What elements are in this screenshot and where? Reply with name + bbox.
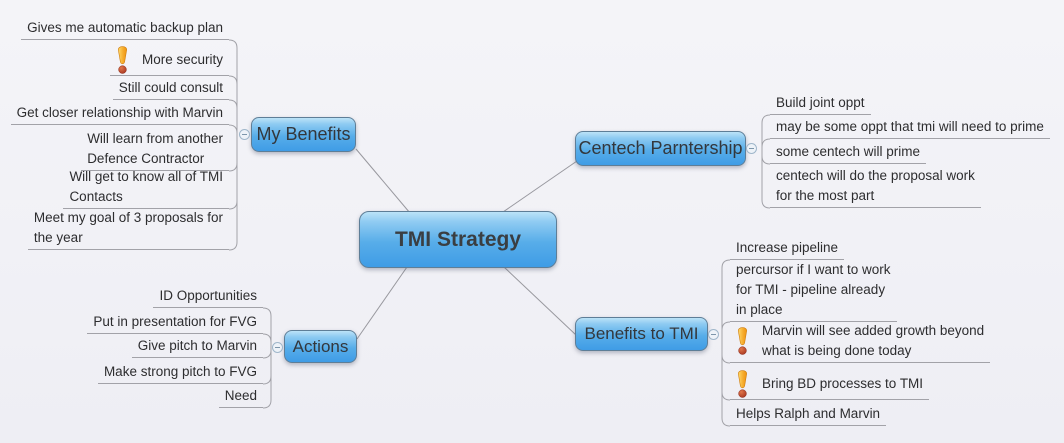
branch-node-centech-partnership[interactable]: Centech Parntership (575, 131, 746, 166)
central-topic-label: TMI Strategy (394, 227, 522, 251)
branch-node-actions[interactable]: Actions (284, 330, 357, 363)
branch-topic[interactable]: Need (218, 366, 263, 408)
branch-label: Benefits to TMI (584, 324, 699, 343)
topic-text: Put in presentation for FVG (93, 314, 257, 329)
branch-node-my-benefits[interactable]: My Benefits (251, 117, 356, 152)
branch-label: Centech Parntership (578, 138, 743, 158)
branch-topic[interactable]: Give pitch to Marvin (131, 316, 263, 358)
branch-topic[interactable]: centech will do the proposal work for th… (770, 146, 981, 208)
branch-topic[interactable]: ID Opportunities (153, 266, 263, 308)
collapse-toggle-icon[interactable] (272, 342, 283, 353)
branch-topic[interactable]: Helps Ralph and Marvin (730, 384, 887, 426)
topic-text: centech will do the proposal work for th… (776, 168, 975, 203)
collapse-toggle-icon[interactable] (239, 129, 250, 140)
branch-topic[interactable]: Gives me automatic backup plan (21, 0, 229, 40)
branch-topic[interactable]: percursor if I want to work for TMI - pi… (730, 240, 897, 322)
branch-topic[interactable]: some centech will prime (770, 122, 927, 164)
branch-topic[interactable]: Will get to know all of TMI Contacts (63, 147, 229, 209)
collapse-toggle-icon[interactable] (746, 143, 757, 154)
branch-node-benefits-to-tmi[interactable]: Benefits to TMI (575, 317, 708, 351)
branch-topic[interactable]: More security (109, 46, 229, 76)
branch-topic[interactable]: Get closer relationship with Marvin (10, 83, 229, 125)
warning-icon (118, 46, 127, 74)
topic-text: ID Opportunities (159, 288, 257, 303)
topic-text: Will learn from another Defence Contract… (87, 131, 223, 166)
branch-topic[interactable]: may be some oppt that tmi will need to p… (770, 97, 1050, 139)
topic-text: percursor if I want to work for TMI - pi… (736, 262, 891, 317)
central-topic[interactable]: TMI Strategy (359, 211, 557, 268)
branch-topic[interactable]: Marvin will see added growth beyond what… (730, 321, 991, 363)
topic-text: may be some oppt that tmi will need to p… (776, 119, 1044, 134)
branch-topic[interactable]: Bring BD processes to TMI (730, 370, 930, 400)
topic-text: Marvin will see added growth beyond what… (762, 323, 985, 358)
warning-icon (738, 370, 747, 398)
topic-text: Meet my goal of 3 proposals for the year (33, 210, 223, 245)
topic-text: Helps Ralph and Marvin (736, 406, 881, 421)
topic-text: Build joint oppt (776, 95, 865, 110)
topic-text: More security (141, 52, 223, 67)
topic-text: some centech will prime (776, 144, 921, 159)
branch-label: Actions (292, 336, 349, 356)
topic-text: Give pitch to Marvin (137, 338, 257, 353)
collapse-toggle-icon[interactable] (708, 329, 719, 340)
topic-text: Bring BD processes to TMI (762, 376, 924, 391)
topic-text: Will get to know all of TMI Contacts (69, 169, 223, 204)
branch-topic[interactable]: Make strong pitch to FVG (97, 342, 263, 384)
topic-text: Still could consult (118, 80, 223, 95)
branch-topic[interactable]: Still could consult (112, 58, 229, 100)
topic-text: Need (224, 388, 257, 403)
branch-topic[interactable]: Will learn from another Defence Contract… (81, 109, 229, 171)
branch-topic[interactable]: Put in presentation for FVG (87, 292, 263, 334)
topic-text: Get closer relationship with Marvin (16, 105, 223, 120)
branch-label: My Benefits (256, 124, 351, 144)
branch-topic[interactable]: Build joint oppt (770, 73, 871, 115)
branch-topic[interactable]: Increase pipeline (730, 218, 845, 260)
topic-text: Make strong pitch to FVG (103, 364, 257, 379)
topic-text: Gives me automatic backup plan (27, 20, 223, 35)
topic-text: Increase pipeline (736, 240, 839, 255)
warning-icon (738, 327, 747, 355)
branch-topic[interactable]: Meet my goal of 3 proposals for the year (27, 188, 229, 250)
